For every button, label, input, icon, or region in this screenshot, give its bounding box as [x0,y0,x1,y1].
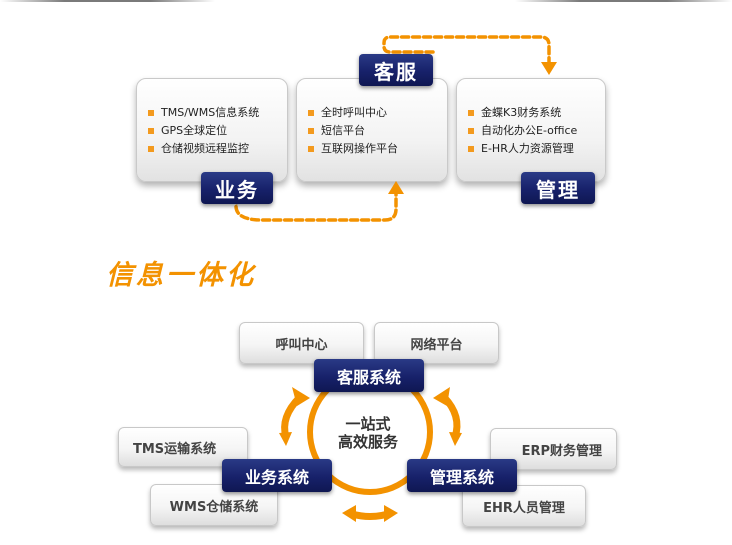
section-heading: 信息一体化 [106,260,256,291]
system-service: 客服系统 [314,359,424,392]
list-item: 自动化办公E-office [468,122,577,140]
arrow-service-to-management [382,35,551,64]
arrow-bottom-head-left [342,505,356,522]
bullet-icon [468,128,474,134]
system-business: 业务系统 [222,459,332,492]
service-card: 全时呼叫中心 短信平台 互联网操作平台 [296,78,448,182]
bullet-icon [468,110,474,116]
list-item: TMS/WMS信息系统 [148,104,259,122]
service-card-list: 全时呼叫中心 短信平台 互联网操作平台 [308,104,398,158]
arrow-head-down [541,62,557,75]
arrow-right-head-bottom [449,432,462,446]
arrow-right-head-top [433,387,450,406]
bullet-icon [148,146,154,152]
business-card: TMS/WMS信息系统 GPS全球定位 仓储视频远程监控 [136,78,288,182]
tag-management: 管理 [521,172,595,204]
pill-erp: ERP财务管理 [490,428,617,470]
center-text-line2: 高效服务 [337,433,398,451]
tag-service: 客服 [359,54,433,86]
list-item: GPS全球定位 [148,122,259,140]
pill-network-platform: 网络平台 [374,322,499,364]
list-item: 仓储视频远程监控 [148,140,259,158]
bullet-icon [148,110,154,116]
management-card-list: 金蝶K3财务系统 自动化办公E-office E-HR人力资源管理 [468,104,577,158]
bullet-icon [308,146,314,152]
center-text-line1: 一站式 [345,415,391,433]
list-item: E-HR人力资源管理 [468,140,577,158]
management-card: 金蝶K3财务系统 自动化办公E-office E-HR人力资源管理 [456,78,606,182]
top-divider-left [0,0,215,2]
arrow-left-head-top [292,387,310,406]
bullet-icon [308,110,314,116]
arrow-left-head-bottom [279,432,292,446]
list-item: 短信平台 [308,122,398,140]
list-item: 全时呼叫中心 [308,104,398,122]
arrow-bottom-shaft [351,510,389,520]
tag-business: 业务 [201,172,273,204]
business-card-list: TMS/WMS信息系统 GPS全球定位 仓储视频远程监控 [148,104,259,158]
pill-ehr: EHR人员管理 [462,485,586,527]
pill-call-center: 呼叫中心 [239,322,364,364]
arrow-head-up [388,181,404,194]
bullet-icon [308,128,314,134]
top-divider-right [515,0,732,2]
arrow-bottom-head-right [384,505,398,522]
system-management: 管理系统 [407,459,517,492]
list-item: 互联网操作平台 [308,140,398,158]
bullet-icon [148,128,154,134]
bullet-icon [468,146,474,152]
list-item: 金蝶K3财务系统 [468,104,577,122]
